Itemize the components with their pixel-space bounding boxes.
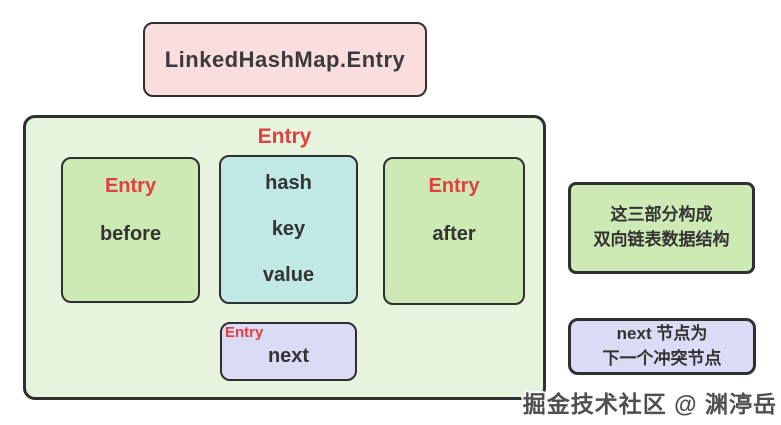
watermark-text: 掘金技术社区 @ 渊渟岳: [522, 391, 777, 417]
doubly-linked-list-annotation-box: 这三部分构成 双向链表数据结构: [568, 182, 755, 274]
after-entry-type-label: Entry: [428, 175, 480, 197]
before-entry-box: Entry before: [61, 157, 200, 303]
doubly-linked-annotation-line1: 这三部分构成: [610, 205, 713, 225]
next-node-annotation-box: next 节点为 下一个冲突节点: [568, 318, 756, 375]
entry-container-label: Entry: [257, 125, 312, 148]
next-entry-box: Entry next: [220, 322, 357, 381]
next-node-annotation-line1: next 节点为: [616, 323, 708, 343]
next-node-annotation-line2: 下一个冲突节点: [602, 348, 722, 368]
before-field-label: before: [99, 223, 162, 245]
after-field-label: after: [432, 223, 476, 245]
doubly-linked-annotation-line2: 双向链表数据结构: [593, 230, 730, 249]
next-entry-type-label: Entry: [225, 324, 264, 341]
before-entry-type-label: Entry: [104, 175, 157, 197]
next-field-label: next: [267, 345, 310, 367]
linkedhashmap-entry-title-label: LinkedHashMap.Entry: [164, 46, 406, 72]
after-entry-box: Entry after: [383, 157, 525, 305]
entry-container-box: Entry Entry before hash key value Entry …: [23, 115, 546, 400]
linkedhashmap-entry-title-box: LinkedHashMap.Entry: [143, 22, 427, 97]
hash-key-value-box: hash key value: [219, 155, 358, 304]
value-field-label: value: [262, 264, 315, 286]
key-field-label: key: [271, 218, 306, 240]
hash-field-label: hash: [265, 172, 312, 194]
